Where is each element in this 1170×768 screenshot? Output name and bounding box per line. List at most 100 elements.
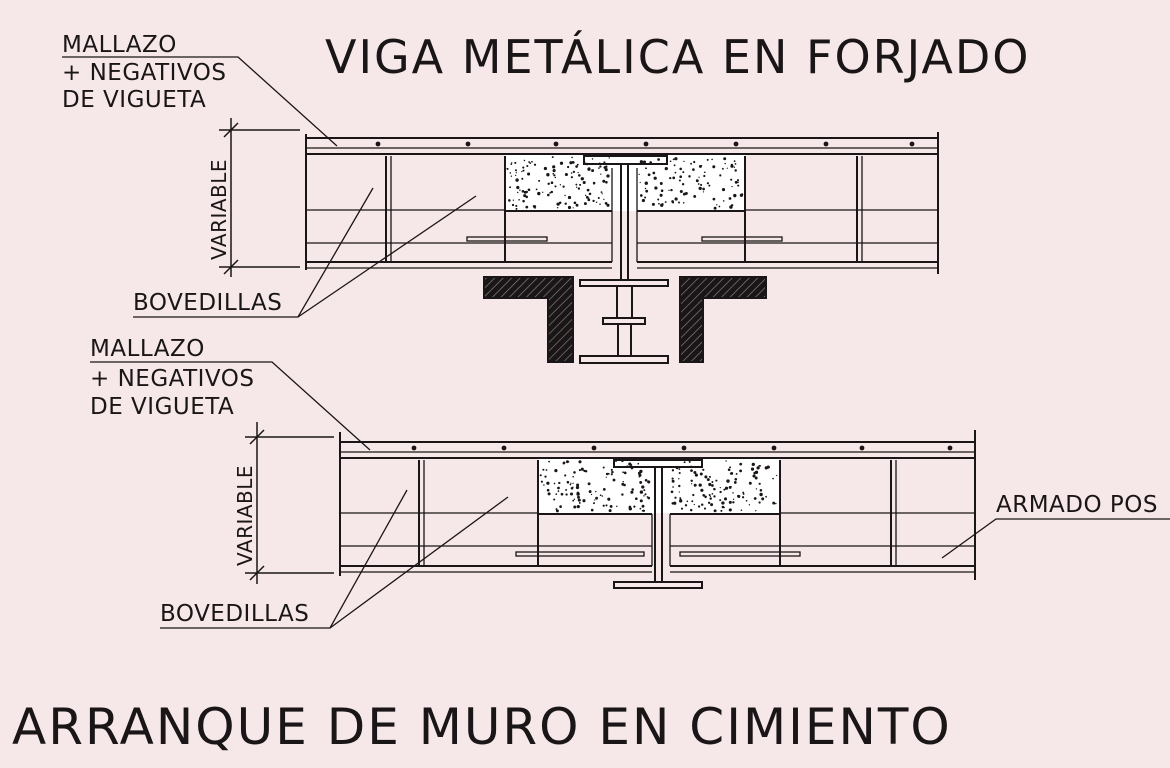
aggregate-speck — [587, 482, 591, 486]
aggregate-speck — [672, 176, 676, 180]
aggregate-speck — [644, 187, 647, 190]
aggregate-speck — [647, 173, 651, 177]
aggregate-speck — [628, 505, 632, 509]
aggregate-speck — [550, 181, 554, 184]
aggregate-speck — [559, 161, 564, 165]
aggregate-speck — [734, 180, 738, 184]
aggregate-speck — [641, 485, 645, 489]
aggregate-speck — [758, 482, 761, 485]
aggregate-speck — [506, 167, 509, 170]
aggregate-speck — [549, 192, 551, 194]
aggregate-speck — [772, 477, 774, 480]
aggregate-speck — [703, 171, 706, 174]
aggregate-speck — [529, 162, 532, 164]
aggregate-speck — [741, 193, 744, 196]
aggregate-speck — [724, 486, 729, 490]
bottom-variable-label: VARIABLE — [233, 465, 257, 566]
aggregate-speck — [754, 476, 758, 480]
aggregate-speck — [558, 201, 562, 205]
aggregate-speck — [516, 185, 520, 190]
aggregate-speck — [659, 182, 663, 185]
aggregate-speck — [679, 190, 683, 193]
aggregate-speck — [702, 468, 705, 471]
aggregate-speck — [716, 204, 718, 206]
rebar-dot — [591, 445, 597, 451]
top-mallazo-label: MALLAZO — [62, 32, 177, 58]
aggregate-speck — [630, 464, 633, 467]
aggregate-speck — [531, 160, 533, 163]
bottom-section: MALLAZO + NEGATIVOS DE VIGUETA BOVEDILLA… — [90, 336, 1170, 629]
aggregate-speck — [509, 172, 512, 174]
aggregate-speck — [682, 171, 685, 174]
aggregate-speck — [726, 167, 728, 169]
aggregate-speck — [572, 475, 574, 478]
aggregate-speck — [690, 483, 693, 485]
aggregate-speck — [671, 200, 674, 203]
aggregate-speck — [679, 498, 682, 501]
aggregate-speck — [748, 504, 751, 506]
aggregate-speck — [523, 194, 527, 198]
aggregate-speck — [681, 183, 685, 186]
rebar-dot — [823, 141, 829, 147]
aggregate-speck — [734, 477, 738, 481]
aggregate-speck — [559, 184, 562, 186]
aggregate-speck — [602, 466, 605, 469]
aggregate-speck — [732, 492, 734, 494]
aggregate-speck — [735, 472, 738, 475]
aggregate-speck — [567, 195, 572, 200]
aggregate-speck — [644, 478, 648, 482]
aggregate-speck — [674, 157, 678, 161]
aggregate-speck — [730, 178, 733, 181]
aggregate-speck — [713, 509, 717, 513]
aggregate-speck — [600, 191, 603, 194]
top-angle-left — [483, 276, 574, 363]
aggregate-speck — [605, 476, 607, 478]
aggregate-speck — [693, 503, 695, 506]
aggregate-speck — [611, 470, 614, 474]
aggregate-speck — [586, 188, 590, 192]
aggregate-speck — [592, 199, 595, 203]
aggregate-speck — [672, 486, 674, 488]
aggregate-speck — [590, 493, 593, 496]
aggregate-speck — [637, 462, 640, 465]
aggregate-speck — [728, 508, 732, 512]
aggregate-speck — [580, 177, 584, 181]
aggregate-speck — [709, 475, 711, 478]
aggregate-speck — [707, 501, 711, 504]
aggregate-speck — [756, 466, 760, 470]
aggregate-speck — [604, 168, 608, 172]
aggregate-speck — [570, 172, 573, 174]
aggregate-speck — [535, 188, 538, 191]
aggregate-speck — [709, 497, 712, 500]
aggregate-speck — [554, 185, 557, 188]
aggregate-speck — [695, 179, 699, 183]
aggregate-speck — [546, 173, 550, 177]
aggregate-speck — [709, 495, 712, 498]
aggregate-speck — [575, 165, 578, 168]
aggregate-speck — [728, 197, 732, 200]
aggregate-speck — [706, 182, 710, 185]
aggregate-speck — [633, 505, 636, 508]
aggregate-speck — [644, 181, 648, 185]
top-support-plate — [602, 317, 646, 325]
aggregate-speck — [664, 166, 668, 171]
aggregate-speck — [542, 468, 545, 471]
aggregate-speck — [603, 198, 605, 201]
aggregate-speck — [719, 490, 722, 494]
aggregate-speck — [608, 157, 610, 159]
aggregate-speck — [702, 494, 705, 497]
aggregate-speck — [700, 183, 703, 186]
bottom-mallazo-label: MALLAZO — [90, 336, 205, 362]
aggregate-speck — [658, 202, 660, 205]
aggregate-speck — [721, 188, 726, 192]
aggregate-speck — [639, 490, 644, 494]
rebar-dot — [909, 141, 915, 147]
aggregate-speck — [733, 481, 737, 484]
aggregate-speck — [562, 185, 565, 188]
aggregate-speck — [679, 497, 682, 499]
aggregate-speck — [680, 507, 684, 510]
aggregate-speck — [521, 190, 525, 193]
aggregate-speck — [606, 174, 610, 178]
aggregate-speck — [622, 471, 624, 474]
